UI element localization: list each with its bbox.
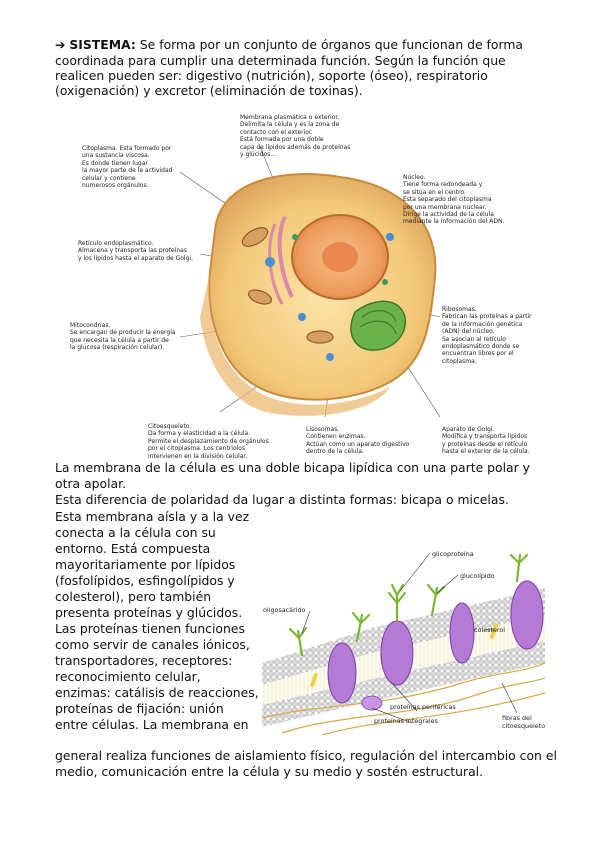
tail-line-1: general realiza funciones de aislamiento… xyxy=(55,748,557,763)
label-reticulo: Retículo endoplasmático. Almacena y tran… xyxy=(78,240,193,262)
para1-line-2: otra apolar. xyxy=(55,476,127,491)
intro-line-2: coordinada para cumplir una determinada … xyxy=(55,53,506,68)
intro-line-4: (oxigenación) y excretor (eliminación de… xyxy=(55,83,363,98)
label-lisosomas: Lisosomas. Contienen enzimas. Actúan com… xyxy=(306,426,410,456)
label-glicoproteina: glicoproteína xyxy=(432,550,474,558)
tail-line-2: medio, comunicación entre la célula y su… xyxy=(55,764,484,779)
wrap-line: conecta a la célula con su xyxy=(55,525,216,540)
wrap-line: entorno. Está compuesta xyxy=(55,541,211,556)
label-golgi: Aparato de Golgi. Modifica y transporta … xyxy=(442,426,530,456)
label-oligosacarido: oligosacárido xyxy=(263,606,306,614)
cell-illustration xyxy=(179,146,441,418)
label-citoesqueleto: Citoesqueleto. Da forma y elasticidad a … xyxy=(148,423,269,460)
intro-text-1: Se forma por un conjunto de órganos que … xyxy=(139,37,524,52)
intro-line-3: realicen pueden ser: digestivo (nutrició… xyxy=(55,68,488,83)
wrap-line: transportadores, receptores: xyxy=(55,653,233,668)
label-glucolipido: glucolípido xyxy=(460,572,495,580)
wrap-line: (fosfolípidos, esfingolípidos y xyxy=(55,573,235,588)
wrap-line: mayoritariamente por lípidos xyxy=(55,557,236,572)
label-fibras: fibras del citoesqueleto xyxy=(502,714,546,730)
label-proteinas-perifericas: proteínas periféricas xyxy=(390,703,456,711)
label-colesterol: colesterol xyxy=(474,626,506,634)
wrap-line: enzimas: catálisis de reacciones, xyxy=(55,685,259,700)
intro-line-1: ➔ SISTEMA: Se forma por un conjunto de ó… xyxy=(55,37,523,53)
wrap-line: colesterol), pero también xyxy=(55,589,212,604)
para1-line-3: Esta diferencia de polaridad da lugar a … xyxy=(55,492,509,507)
wrap-line: presenta proteínas y glúcidos. xyxy=(55,605,243,620)
membrane-illustration xyxy=(262,552,545,735)
wrap-line: proteínas de fijación: unión xyxy=(55,701,224,716)
membrane-diagram: glicoproteína glucolípido oligosacárido … xyxy=(262,533,545,735)
intro-keyword: SISTEMA: xyxy=(69,37,136,52)
label-membrana: Membrana plasmática o exterior. Delimita… xyxy=(240,114,351,159)
label-proteinas-integrales: proteínas integrales xyxy=(374,717,438,725)
arrow-icon: ➔ xyxy=(55,37,66,52)
wrap-line: Esta membrana aísla y a la vez xyxy=(55,509,250,524)
label-mitocondrias: Mitocondrias. Se encargan de producir la… xyxy=(70,322,176,352)
cell-diagram: Membrana plasmática o exterior. Delimita… xyxy=(70,112,540,462)
label-ribosomas: Ribosomas. Fabrican las proteínas a part… xyxy=(442,306,532,365)
label-nucleo: Núcleo. Tiene forma redondeada y se sitú… xyxy=(403,174,505,226)
wrap-line: como servir de canales iónicos, xyxy=(55,637,250,652)
wrap-line: Las proteínas tienen funciones xyxy=(55,621,245,636)
label-citoplasma: Citoplasma. Esta formado por una sustanc… xyxy=(82,145,173,190)
para1-line-1: La membrana de la célula es una doble bi… xyxy=(55,460,531,475)
wrap-line: entre células. La membrana en xyxy=(55,717,249,732)
wrap-line: reconocimiento celular, xyxy=(55,669,201,684)
